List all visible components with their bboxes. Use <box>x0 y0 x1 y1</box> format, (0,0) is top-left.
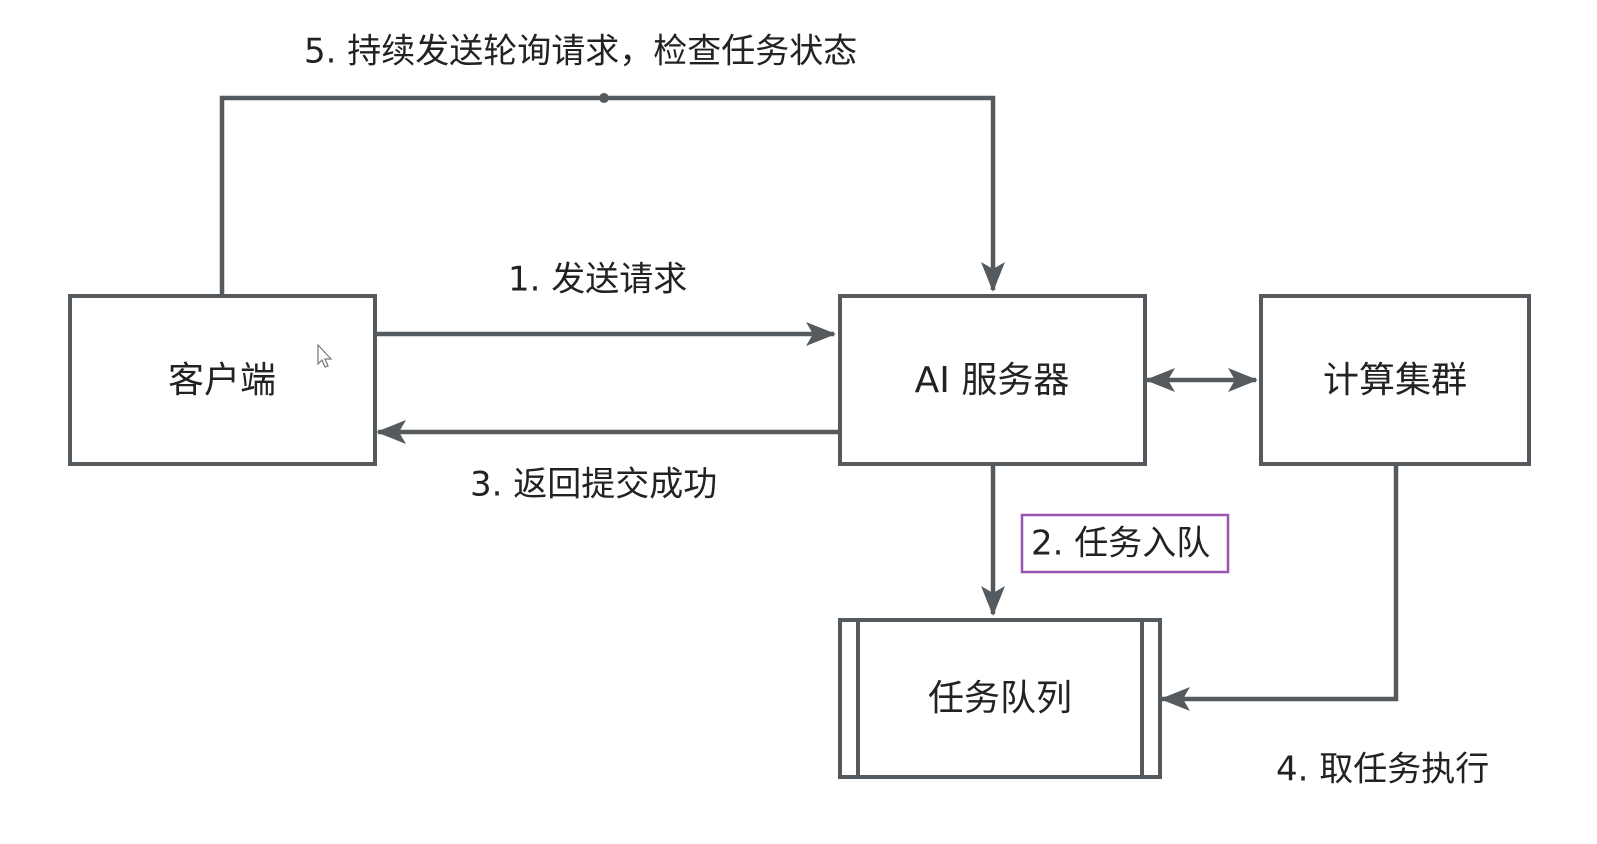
enqueue-label: 2. 任务入队 <box>1031 524 1210 564</box>
mouse-pointer-icon <box>317 343 333 368</box>
task-queue-label: 任务队列 <box>928 678 1072 719</box>
compute-cluster-label: 计算集群 <box>1323 360 1467 401</box>
enqueue-label-highlight <box>1020 513 1230 574</box>
return-success-label: 3. 返回提交成功 <box>470 465 717 505</box>
fetch-task-arrow <box>1160 466 1399 711</box>
task-queue-node[interactable]: 任务队列 <box>838 618 1162 779</box>
compute-cluster-node[interactable]: 计算集群 <box>1259 294 1531 466</box>
client-label: 客户端 <box>168 360 276 401</box>
poll-status-label: 5. 持续发送轮询请求，检查任务状态 <box>304 32 857 72</box>
ai-server-node[interactable]: AI 服务器 <box>838 294 1147 466</box>
poll-junction-dot <box>599 93 609 103</box>
fetch-task-label: 4. 取任务执行 <box>1276 750 1489 790</box>
ai-server-label: AI 服务器 <box>915 360 1070 401</box>
client-node[interactable]: 客户端 <box>68 294 377 466</box>
send-request-label: 1. 发送请求 <box>508 260 687 300</box>
